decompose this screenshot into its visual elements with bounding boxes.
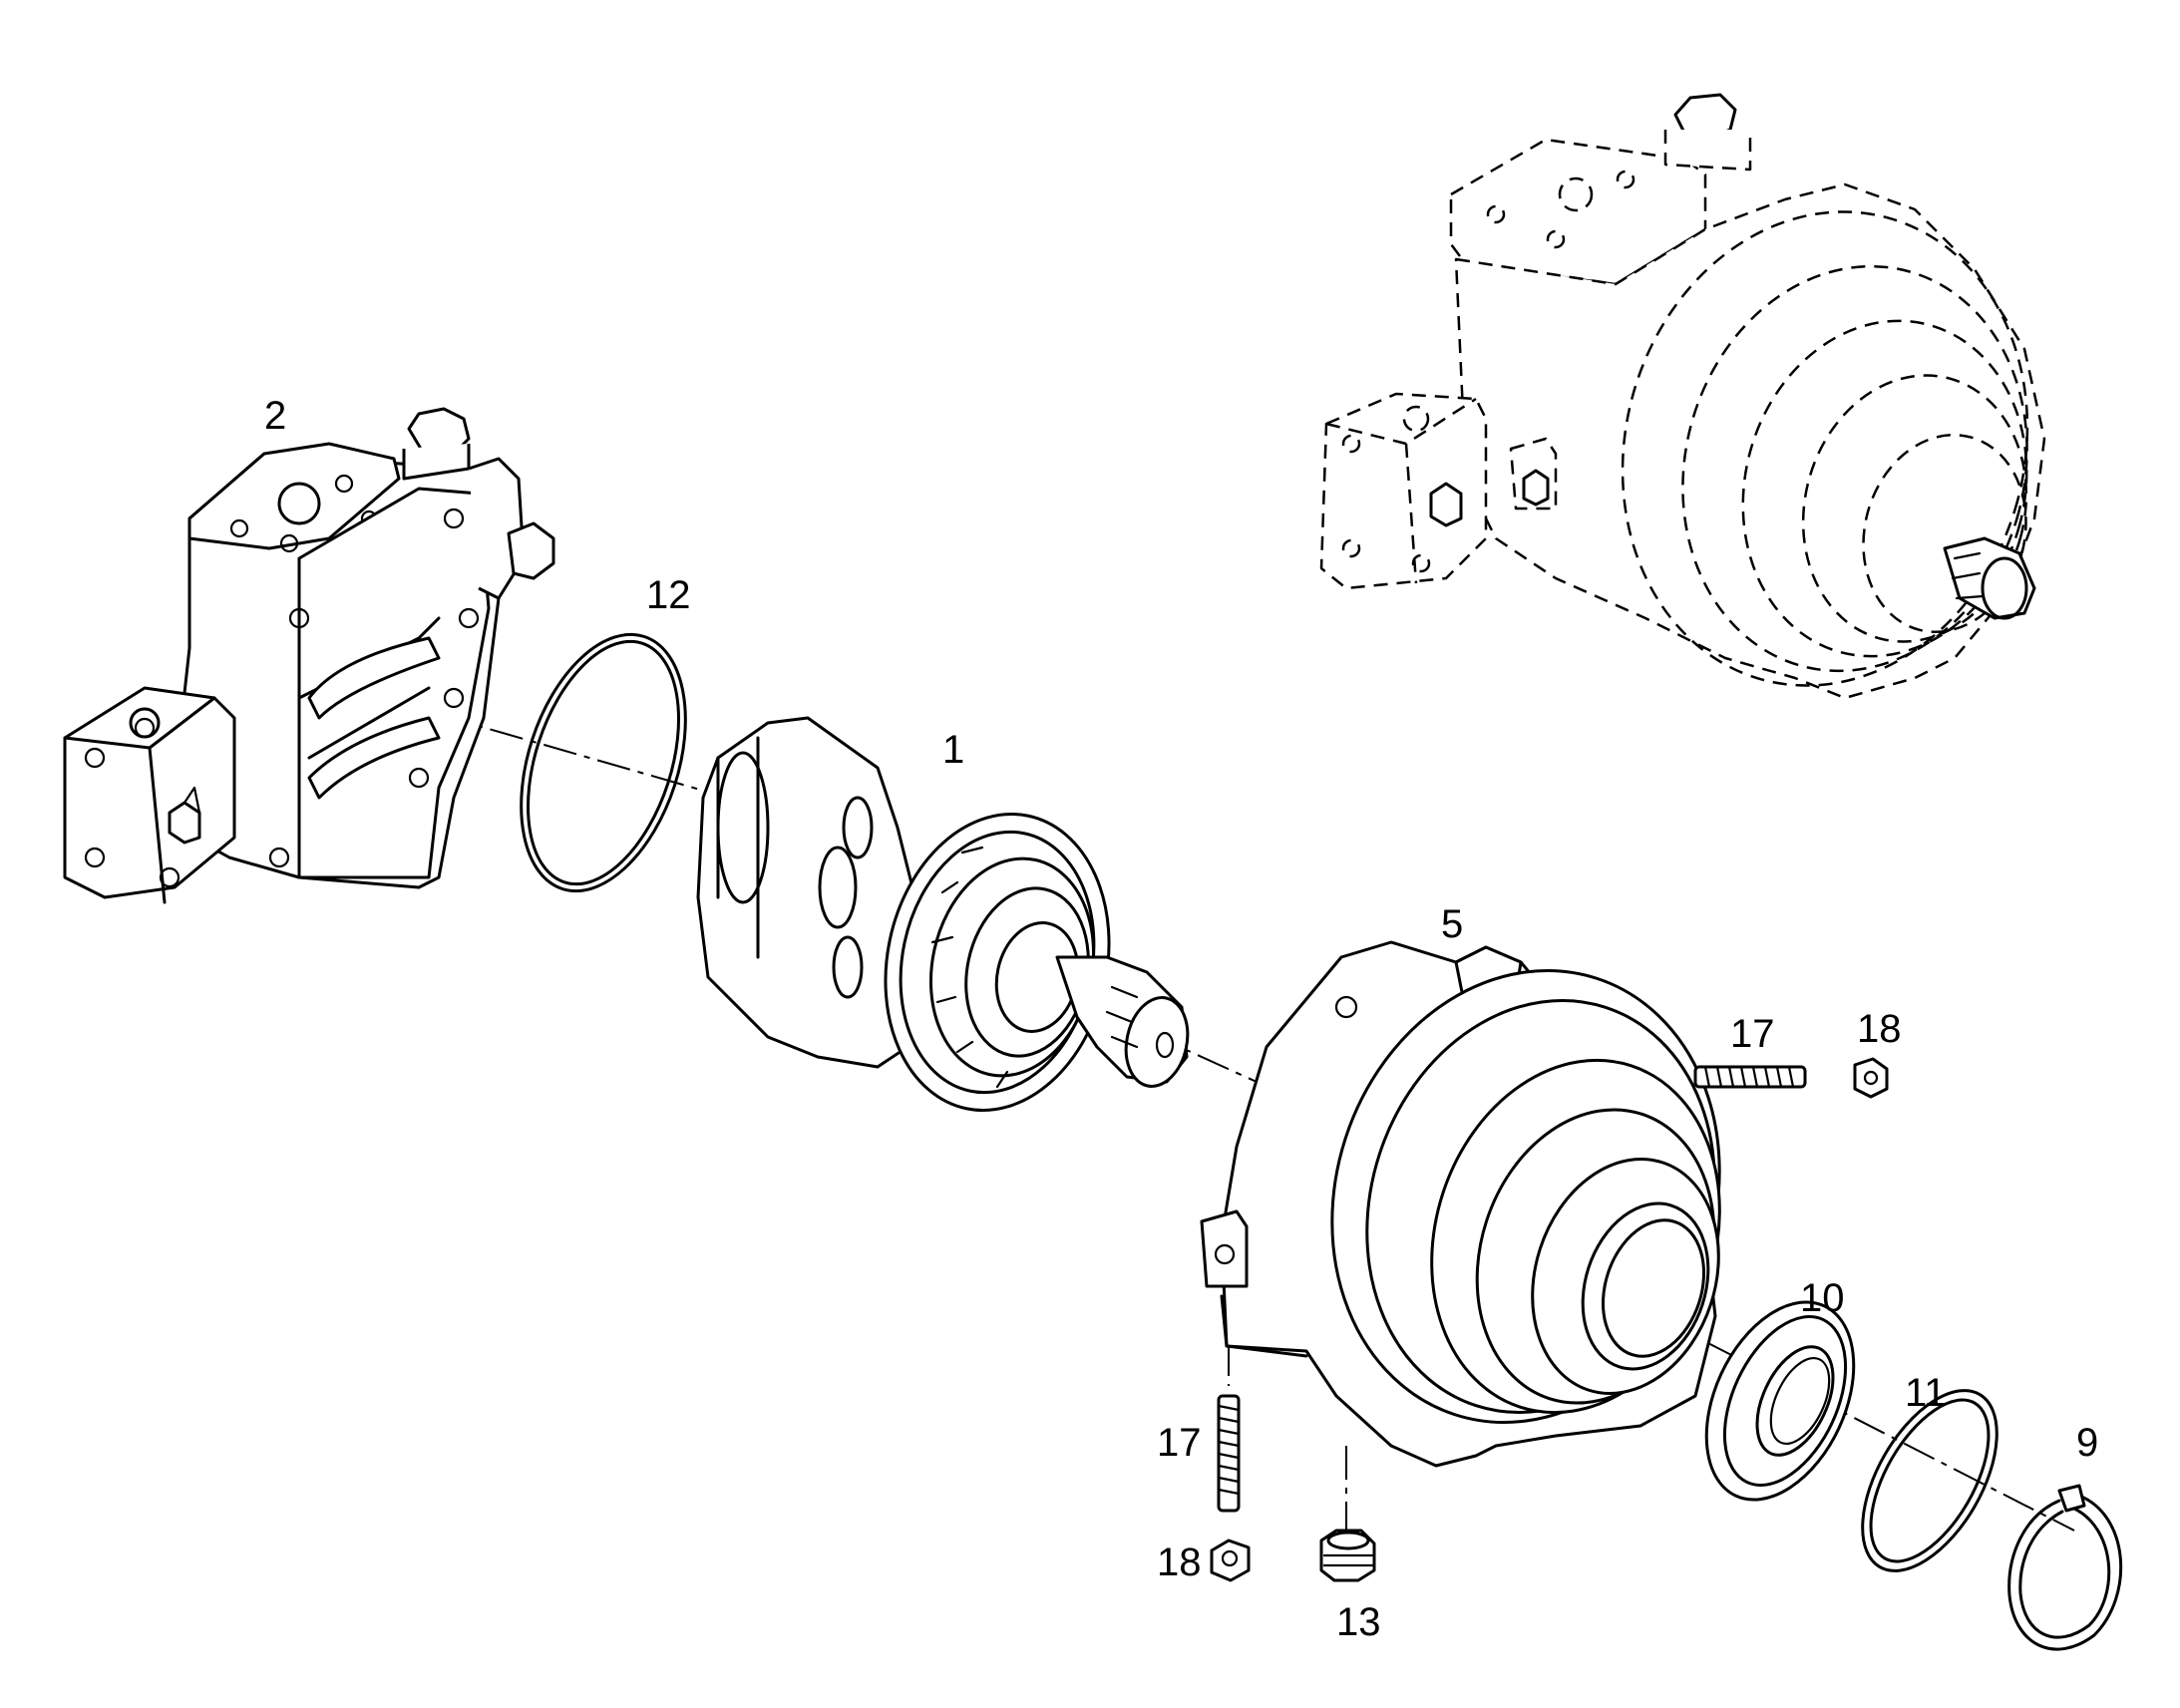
callout-18-lower: 18 bbox=[1157, 1540, 1202, 1584]
part-13-plug bbox=[1319, 1529, 1376, 1582]
callout-5: 5 bbox=[1441, 902, 1463, 946]
part-1-rotary-group bbox=[696, 716, 1190, 1112]
callout-12: 12 bbox=[646, 573, 691, 617]
part-17-stud-upper bbox=[1693, 1065, 1807, 1089]
callout-17-upper: 17 bbox=[1730, 1012, 1775, 1056]
callout-labels: 2 12 1 5 17 18 10 11 9 17 18 13 bbox=[264, 394, 2098, 1644]
callout-11: 11 bbox=[1905, 1371, 1947, 1415]
part-18-nut-lower bbox=[1210, 1538, 1251, 1582]
callout-13: 13 bbox=[1336, 1600, 1381, 1644]
assembled-unit-reference bbox=[1319, 93, 2046, 700]
part-2-end-cover bbox=[63, 407, 555, 904]
callout-10: 10 bbox=[1800, 1276, 1845, 1320]
part-10-shaft-seal bbox=[1704, 1300, 1856, 1502]
callout-18-upper: 18 bbox=[1857, 1007, 1902, 1051]
part-12-o-ring bbox=[520, 632, 687, 893]
part-17-stud-lower bbox=[1217, 1394, 1241, 1513]
part-11-ring bbox=[1861, 1389, 1998, 1572]
part-5-housing bbox=[1200, 940, 1721, 1468]
part-18-nut-upper bbox=[1853, 1057, 1889, 1099]
callout-2: 2 bbox=[264, 394, 286, 438]
part-9-retaining-ring bbox=[2007, 1484, 2123, 1651]
callout-17-lower: 17 bbox=[1157, 1421, 1202, 1465]
callout-9: 9 bbox=[2076, 1421, 2098, 1465]
callout-1: 1 bbox=[942, 728, 964, 772]
